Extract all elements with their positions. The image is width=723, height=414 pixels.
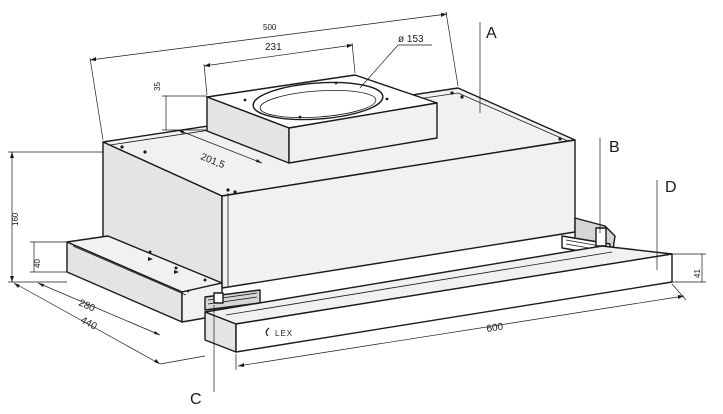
outlet-opening — [252, 81, 384, 121]
brand-logo-text: LEX — [275, 329, 293, 338]
brand-logo: LEX — [265, 327, 293, 338]
screw-icon — [460, 95, 464, 99]
callouts: A B C D — [190, 22, 677, 408]
callout-a: A — [486, 25, 497, 42]
dim-front-height-left: 40 — [33, 259, 42, 268]
outlet-front-face — [288, 102, 438, 164]
screw-icon — [143, 150, 147, 154]
screw-icon — [450, 91, 454, 95]
inner-panel — [66, 235, 223, 323]
arrow-icon — [174, 270, 179, 274]
right-clip — [595, 227, 607, 247]
screw-icon — [385, 97, 389, 101]
screw-icon — [174, 266, 178, 270]
screw-icon — [243, 98, 247, 102]
screw-icon — [233, 190, 237, 194]
dim-outlet-diameter: ø 153 — [398, 34, 424, 45]
dim-body-height: 160 — [11, 212, 20, 226]
screw-icon — [148, 250, 152, 254]
dim-outlet-width: 231 — [265, 42, 282, 53]
logo-icon — [265, 327, 270, 337]
screw-icon — [226, 188, 230, 192]
dim-depth-inner: 280 — [77, 298, 97, 315]
outlet-collar — [206, 74, 438, 164]
dim-front-width: 600 — [486, 321, 505, 335]
screw-icon — [298, 115, 302, 119]
screw-icon — [334, 81, 338, 85]
screw-icon — [186, 289, 190, 293]
screw-icon — [558, 137, 562, 141]
dim-front-height-right: 41 — [693, 269, 702, 278]
dim-depth-total: 440 — [79, 315, 99, 333]
screw-icon — [120, 145, 124, 149]
callout-b: B — [609, 139, 620, 156]
left-clip — [213, 292, 224, 304]
arrow-icon — [148, 257, 153, 261]
dim-total-width: 500 — [263, 23, 277, 32]
callout-d: D — [665, 179, 677, 196]
screw-icon — [203, 278, 207, 282]
dim-outlet-height: 35 — [153, 82, 162, 91]
callout-c: C — [190, 391, 202, 408]
front-visor: LEX — [204, 245, 673, 353]
